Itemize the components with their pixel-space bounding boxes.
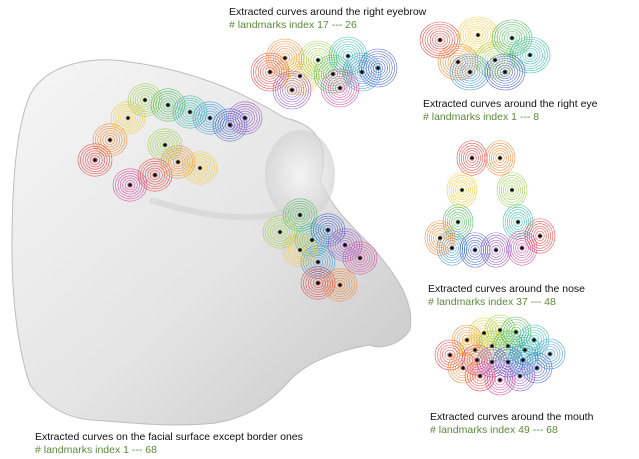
landmark-dot <box>461 366 465 370</box>
landmark-dot <box>503 70 507 74</box>
eye-caption: Extracted curves around the right eye # … <box>423 98 598 124</box>
landmark-dot <box>521 358 525 362</box>
landmark-dot <box>448 353 452 357</box>
landmark-dot <box>514 330 518 334</box>
landmark-dot <box>482 331 486 335</box>
nose-curves <box>425 141 555 268</box>
mouth-curves <box>435 315 565 395</box>
eye-landmarks: # landmarks index 1 --- 8 <box>423 111 598 124</box>
landmark-dot <box>532 338 536 342</box>
face-mesh <box>12 60 411 425</box>
landmark-dot <box>93 158 97 162</box>
landmark-dot <box>360 70 364 74</box>
face-caption: Extracted curves on the facial surface e… <box>35 431 303 457</box>
nose-caption-title: Extracted curves around the nose <box>428 283 585 295</box>
face-caption-title: Extracted curves on the facial surface e… <box>35 431 303 443</box>
landmark-dot <box>518 374 522 378</box>
landmark-dot <box>176 160 180 164</box>
eye-curves <box>420 17 550 90</box>
landmark-dot <box>153 173 157 177</box>
landmark-dot <box>468 70 472 74</box>
landmark-dot <box>465 338 469 342</box>
landmark-dot <box>548 352 552 356</box>
landmark-dot <box>108 138 112 142</box>
landmark-dot <box>473 248 477 252</box>
landmark-dot <box>243 116 247 120</box>
landmark-dot <box>478 374 482 378</box>
landmark-dot <box>143 98 147 102</box>
landmark-dot <box>450 246 454 250</box>
eye-caption-title: Extracted curves around the right eye <box>423 98 598 110</box>
landmark-dot <box>163 143 167 147</box>
landmark-dot <box>126 116 130 120</box>
landmark-dot <box>438 38 442 42</box>
landmark-dot <box>523 348 527 352</box>
landmark-dot <box>316 58 320 62</box>
eyebrow-landmarks: # landmarks index 17 --- 26 <box>229 19 426 32</box>
landmark-dot <box>528 53 532 57</box>
landmark-dot <box>498 328 502 332</box>
landmark-dot <box>438 236 442 240</box>
landmark-dot <box>516 220 520 224</box>
landmark-dot <box>498 156 502 160</box>
landmark-dot <box>470 156 474 160</box>
landmark-dot <box>290 88 294 92</box>
landmark-dot <box>316 281 320 285</box>
landmark-dot <box>493 58 497 62</box>
landmark-dot <box>338 86 342 90</box>
mouth-caption: Extracted curves around the mouth # land… <box>430 411 593 437</box>
landmark-dot <box>506 344 510 348</box>
landmark-dot <box>535 366 539 370</box>
landmark-dot <box>128 183 132 187</box>
landmark-dot <box>283 56 287 60</box>
landmark-dot <box>490 360 494 364</box>
landmark-dot <box>188 110 192 114</box>
landmark-dot <box>498 378 502 382</box>
landmark-dot <box>343 243 347 247</box>
landmark-dot <box>476 33 480 37</box>
landmark-dot <box>331 72 335 76</box>
landmark-dot <box>310 238 314 242</box>
eyebrow-caption-title: Extracted curves around the right eyebro… <box>229 6 426 18</box>
landmark-dot <box>510 188 514 192</box>
landmark-dot <box>376 66 380 70</box>
nose-caption: Extracted curves around the nose # landm… <box>428 283 585 309</box>
landmark-dot <box>326 228 330 232</box>
eyebrow-curves <box>251 37 397 109</box>
landmark-dot <box>228 123 232 127</box>
landmark-dot <box>506 360 510 364</box>
mouth-landmarks: # landmarks index 49 --- 68 <box>430 424 593 437</box>
landmark-dot <box>490 344 494 348</box>
landmark-dot <box>475 358 479 362</box>
face-landmarks: # landmarks index 1 --- 68 <box>35 444 303 457</box>
landmark-dot <box>338 283 342 287</box>
mouth-caption-title: Extracted curves around the mouth <box>430 411 593 423</box>
landmark-dot <box>316 260 320 264</box>
landmark-dot <box>166 103 170 107</box>
landmark-dot <box>460 188 464 192</box>
landmark-dot <box>298 248 302 252</box>
landmark-dot <box>456 60 460 64</box>
eyebrow-caption: Extracted curves around the right eyebro… <box>229 6 426 32</box>
landmark-dot <box>298 74 302 78</box>
landmark-dot <box>510 36 514 40</box>
landmark-dot <box>346 54 350 58</box>
landmark-dot <box>473 348 477 352</box>
landmark-dot <box>520 246 524 250</box>
landmark-dot <box>298 213 302 217</box>
landmark-dot <box>456 220 460 224</box>
landmark-dot <box>278 230 282 234</box>
landmark-dot <box>208 116 212 120</box>
landmark-dot <box>268 70 272 74</box>
landmark-dot <box>538 234 542 238</box>
landmark-dot <box>494 248 498 252</box>
nose-landmarks: # landmarks index 37 --- 48 <box>428 296 585 309</box>
landmark-dot <box>198 166 202 170</box>
landmark-dot <box>358 256 362 260</box>
